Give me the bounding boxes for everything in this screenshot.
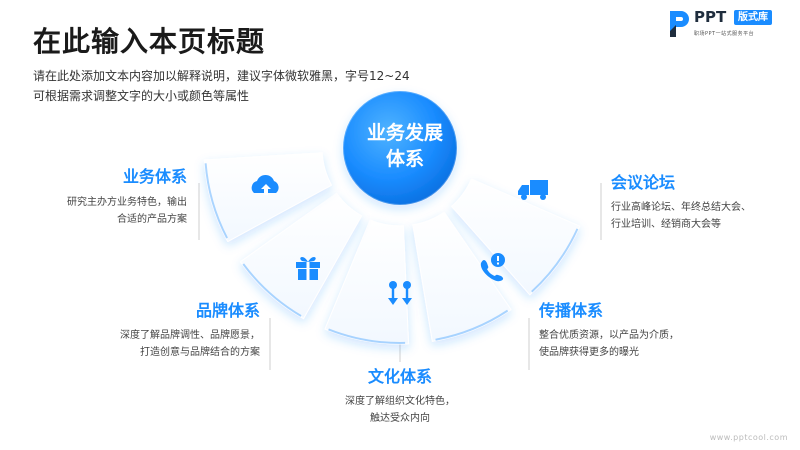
label-brand-title: 品牌体系 — [195, 301, 260, 320]
label-forum-title: 会议论坛 — [611, 173, 676, 192]
logo-badge: 版式库 — [734, 10, 772, 25]
center-title-line-1: 业务发展 — [366, 122, 443, 144]
label-brand-desc-1: 深度了解品牌调性、品牌愿景， — [120, 330, 260, 341]
label-spread: 传播体系 整合优质资源，以产品为介质， 使品牌获得更多的曝光 — [539, 300, 679, 361]
segment-forum — [203, 152, 332, 243]
label-business-desc-1: 研究主办方业务特色，输出 — [67, 197, 187, 208]
label-spread-desc-1: 整合优质资源，以产品为介质， — [539, 330, 679, 341]
segment-culture — [324, 219, 410, 345]
label-culture-desc-1: 深度了解组织文化特色， — [345, 396, 455, 407]
logo-tagline: 职场PPT一站式服务平台 — [694, 31, 755, 37]
center-circle — [343, 91, 457, 205]
label-culture-desc-2: 触达受众内向 — [370, 413, 430, 424]
label-brand: 品牌体系 深度了解品牌调性、品牌愿景， 打造创意与品牌结合的方案 — [120, 300, 260, 361]
truck-icon — [518, 180, 548, 200]
cloud-upload-icon — [251, 174, 279, 195]
center-title: 业务发展 体系 — [350, 120, 460, 172]
segment-brand — [412, 211, 512, 342]
footer-url: www.pptcool.com — [709, 433, 788, 442]
brand-logo: PPT 版式库 职场PPT一站式服务平台 — [668, 8, 786, 42]
segment-brand-rim — [435, 309, 509, 341]
segment-spread-rim — [242, 263, 302, 317]
center-circle-highlight — [342, 90, 458, 206]
subtitle-line-1: 请在此处添加文本内容加以解释说明，建议字体微软雅黑，字号12~24 — [33, 69, 410, 83]
label-forum: 会议论坛 行业高峰论坛、年终总结大会、 行业培训、经销商大会等 — [611, 172, 751, 233]
segment-business — [451, 178, 581, 296]
segment-spread — [239, 192, 363, 320]
label-spread-desc-2: 使品牌获得更多的曝光 — [539, 347, 639, 358]
segment-business-rim — [531, 228, 579, 293]
label-forum-desc-1: 行业高峰论坛、年终总结大会、 — [611, 202, 751, 213]
center-title-line-2: 体系 — [385, 148, 424, 170]
label-forum-desc-2: 行业培训、经销商大会等 — [611, 219, 721, 230]
label-business-desc-2: 合适的产品方案 — [117, 214, 187, 225]
subtitle-line-2: 可根据需求调整文字的大小或颜色等属性 — [33, 89, 250, 103]
phone-alert-icon — [480, 253, 505, 282]
page-subtitle: 请在此处添加文本内容加以解释说明，建议字体微软雅黑，字号12~24 可根据需求调… — [33, 66, 473, 106]
segments-group — [203, 152, 581, 345]
label-business: 业务体系 研究主办方业务特色，输出 合适的产品方案 — [67, 166, 187, 228]
gift-icon — [296, 256, 320, 280]
segment-culture-rim — [328, 328, 406, 344]
segment-forum-rim — [204, 163, 228, 239]
label-culture-title: 文化体系 — [367, 367, 432, 386]
label-business-title: 业务体系 — [122, 167, 187, 186]
label-brand-desc-2: 打造创意与品牌结合的方案 — [140, 347, 260, 358]
label-culture: 文化体系 深度了解组织文化特色， 触达受众内向 — [310, 366, 490, 427]
logo-name: PPT — [694, 8, 727, 26]
page-title: 在此输入本页标题 — [33, 25, 266, 58]
logo-p-icon — [670, 11, 689, 37]
label-spread-title: 传播体系 — [539, 301, 604, 320]
arrows-updown-icon — [388, 281, 412, 305]
